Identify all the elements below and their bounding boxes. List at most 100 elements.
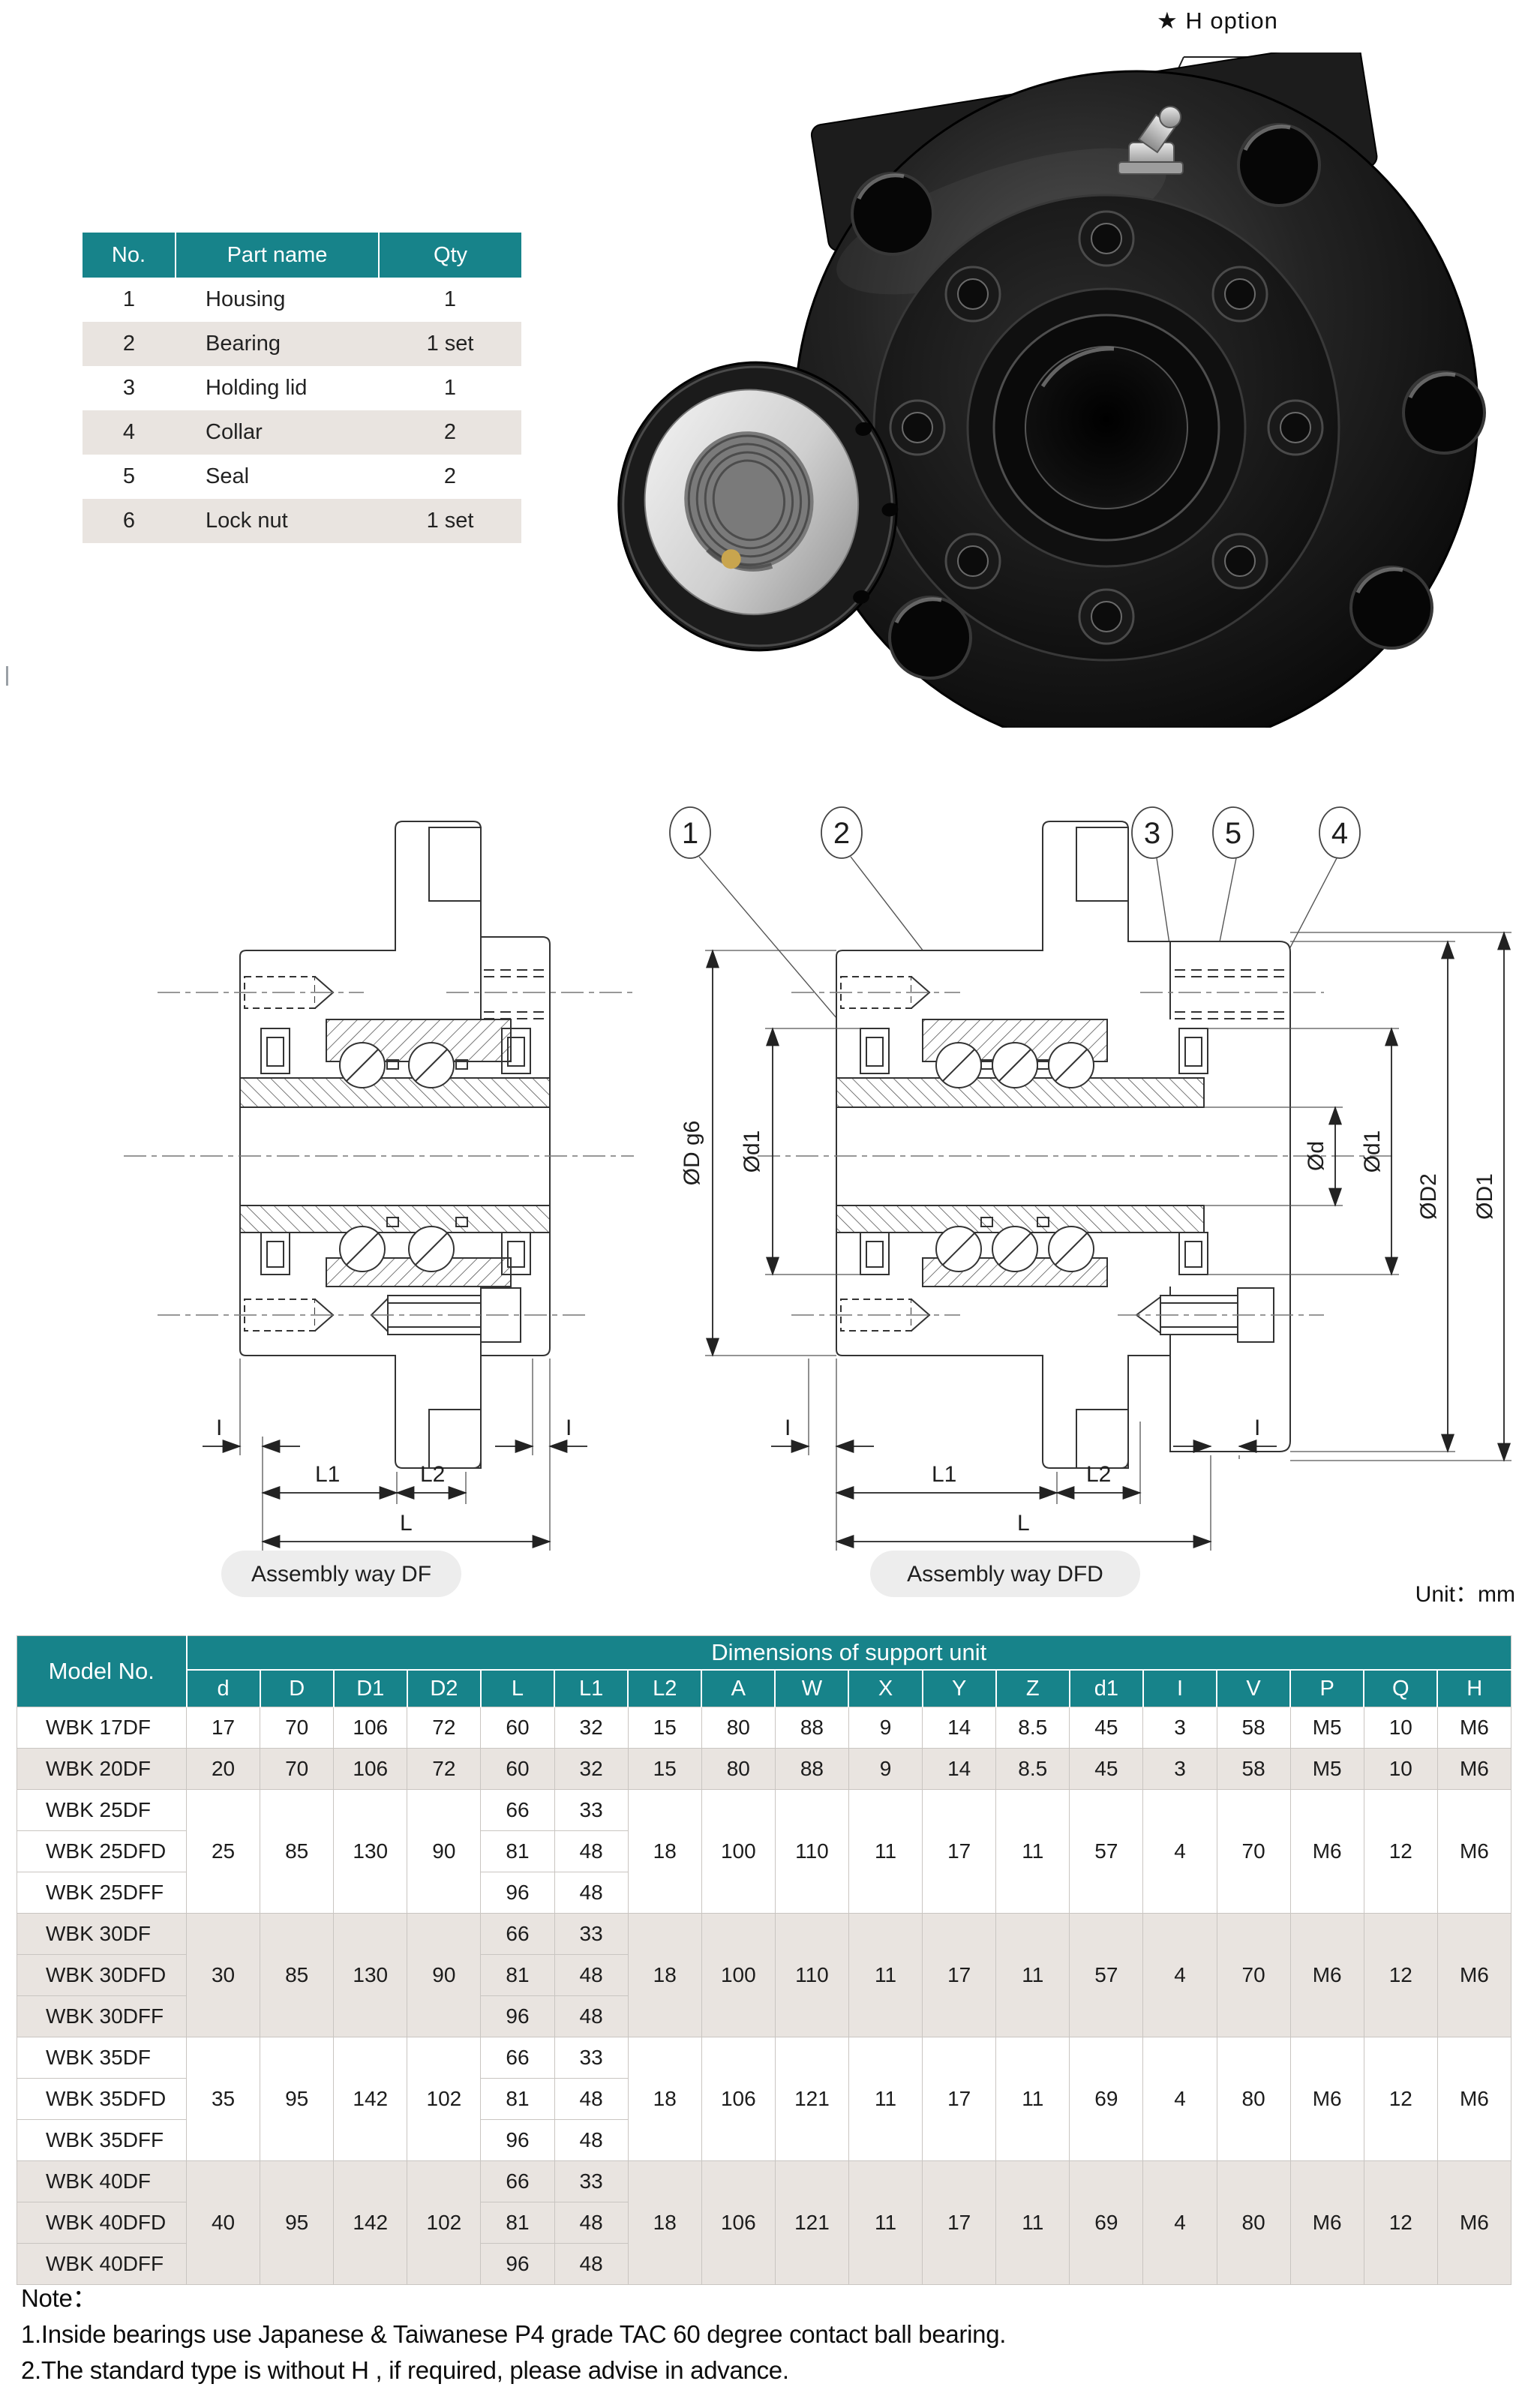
parts-cell: 3 [122,376,136,400]
dims-column-header: V [1216,1669,1291,1707]
callout-2: 2 [833,817,850,850]
dims-cell: 15 [627,1707,702,1749]
seal-blocks [860,1028,1208,1275]
dims-cell: 81 [480,2202,555,2244]
model-no-header: Model No. [17,1635,188,1707]
dims-cell: 85 [260,1789,335,1914]
model-cell: WBK 40DF [17,2160,187,2202]
dims-cell: 11 [995,2160,1070,2285]
dims-cell: 40 [185,2160,261,2285]
housing-outline [836,821,1291,1469]
dims-cell: 45 [1069,1748,1144,1790]
dims-cell: M6 [1289,1789,1364,1914]
dims-column-header: d [186,1669,260,1707]
parts-cell: 5 [122,464,136,488]
dims-cell: 48 [554,1954,629,1996]
dims-cell: 18 [627,2160,702,2285]
dims-column-header: D1 [332,1669,407,1707]
dims-cell: 18 [627,1789,702,1914]
dims-cell: 33 [554,2037,629,2079]
dims-cell: 70 [1216,1913,1291,2037]
dims-cell: 106 [701,2160,776,2285]
dims-cell: 48 [554,1830,629,1872]
dims-cell: 9 [848,1707,923,1749]
dims-cell: 142 [333,2037,408,2161]
dims-cell: 95 [260,2037,335,2161]
dims-column-header: I [1142,1669,1217,1707]
dims-cell: 130 [333,1913,408,2037]
dims-cell: 33 [554,1913,629,1955]
parts-cell: Collar [176,410,379,455]
dims-cell: M6 [1436,1707,1512,1749]
dims-cell: 80 [701,1707,776,1749]
dims-title: Dimensions of support unit [186,1635,1511,1670]
dims-cell: 11 [848,1789,923,1914]
grease-boss-bore [1076,827,1129,902]
dims-cell: 12 [1363,2160,1438,2285]
seal-blocks [260,1028,531,1275]
model-cell: WBK 40DFF [17,2243,187,2285]
dims-cell: 11 [995,2037,1070,2161]
dims-cell: 10 [1363,1707,1438,1749]
dims-column-header: X [848,1669,923,1707]
dims-cell: 48 [554,2202,629,2244]
dims-cell: 96 [480,2119,555,2161]
dims-cell: 17 [922,1913,997,2037]
parts-cell: 2 [443,464,457,488]
model-cell: WBK 30DF [17,1913,187,1955]
dims-cell: 72 [407,1707,482,1749]
parts-cell: 1 [443,287,457,311]
dims-cell: 69 [1069,2037,1144,2161]
callout-1: 1 [682,817,698,850]
dims-cell: 130 [333,1789,408,1914]
dimension-lines [203,1440,587,1548]
dims-cell: 33 [554,2160,629,2202]
callout-4: 4 [1331,817,1348,850]
dim-label-l1: L1 [315,1462,340,1487]
h-option-hole [484,969,546,1019]
dims-cell: 66 [480,2037,555,2079]
dim-od1-outer: ØD1 [1472,1173,1497,1220]
dims-column-header: P [1289,1669,1364,1707]
dim-label-l: L [400,1511,413,1536]
dims-cell: M6 [1436,1913,1512,2037]
dims-cell: 3 [1142,1748,1217,1790]
parts-cell: 1 [443,376,457,400]
dims-cell: 70 [260,1748,335,1790]
dims-cell: 70 [260,1707,335,1749]
dims-cell: 17 [922,1789,997,1914]
diameter-dimension-lines [706,931,1511,1462]
dims-cell: 58 [1216,1707,1291,1749]
h-option-label: ★ H option [1157,8,1278,34]
parts-cell: Lock nut [176,499,379,543]
dims-cell: 106 [701,2037,776,2161]
dims-cell: 33 [554,1789,629,1831]
model-cell: WBK 30DFF [17,1995,187,2037]
model-cell: WBK 35DFD [17,2078,187,2120]
model-cell: WBK 25DFD [17,1830,187,1872]
bottom-boss-bore [1076,1409,1129,1469]
parts-cell: 4 [83,410,176,455]
df-caption: Assembly way DF [251,1562,431,1587]
dims-cell: 20 [185,1748,261,1790]
parts-cell: Seal [206,464,250,488]
notes-title: Note： [21,2284,98,2312]
dim-label-l1: L1 [932,1462,956,1487]
dims-column-header: Y [921,1669,996,1707]
centerlines [758,992,1395,1316]
dims-cell: 85 [260,1913,335,2037]
dims-cell: 80 [1216,2037,1291,2161]
dims-cell: 100 [701,1789,776,1914]
dims-cell: 15 [627,1748,702,1790]
dims-cell: 90 [407,1913,482,2037]
dims-cell: 8.5 [995,1748,1070,1790]
dims-cell: 48 [554,2078,629,2120]
